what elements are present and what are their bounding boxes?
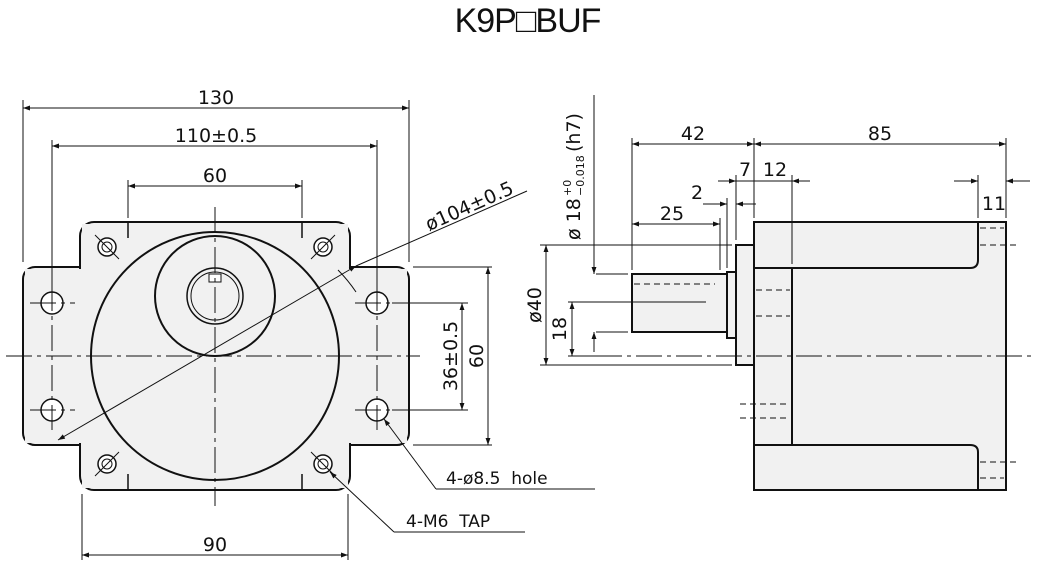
dim-shaft-diameter: ø 18 [563,198,585,240]
dim-top-tabs: 60 [203,165,227,187]
pilot-flange [735,244,755,366]
dim-shaft-tol-lower: −0.018 [574,155,587,196]
dim-mount-spacing: 110±0.5 [175,125,257,147]
dim-shaft-tol-upper: +0 [561,180,574,196]
side-view: 42 85 7 12 2 25 11 ø40 18 ø 18 +0 −0.018… [524,95,1036,491]
dim-height: 60 [466,344,488,368]
dim-overall-width: 130 [198,87,234,109]
dim-shaft-length: 42 [681,123,705,145]
dim-shaft-fit: (h7) [563,113,585,152]
dim-key-height: 18 [549,317,571,341]
dim-key-length: 25 [660,203,684,225]
dim-body-length: 85 [868,123,892,145]
dim-edge: 11 [982,193,1006,215]
dim-step: 2 [691,182,703,204]
dim-bottom: 90 [203,534,227,556]
dim-pilot: ø40 [524,287,546,323]
note-tap: 4-M6 TAP [406,512,490,532]
dim-hole-spacing-vertical: 36±0.5 [440,321,462,391]
note-holes: 4-ø8.5 hole [446,469,548,489]
front-view: 130 110±0.5 60 90 60 36±0.5 ø104±0.5 4-ø… [6,87,595,560]
dim-shaft-diameter-group: ø 18 +0 −0.018 (h7) [561,113,587,240]
drawing-title: K9P□BUF [454,2,602,40]
output-shaft [631,273,728,333]
spigot [726,271,737,339]
dim-spigot: 12 [763,159,787,181]
dim-bolt-circle: ø104±0.5 [422,177,517,235]
dim-flange: 7 [739,159,751,181]
